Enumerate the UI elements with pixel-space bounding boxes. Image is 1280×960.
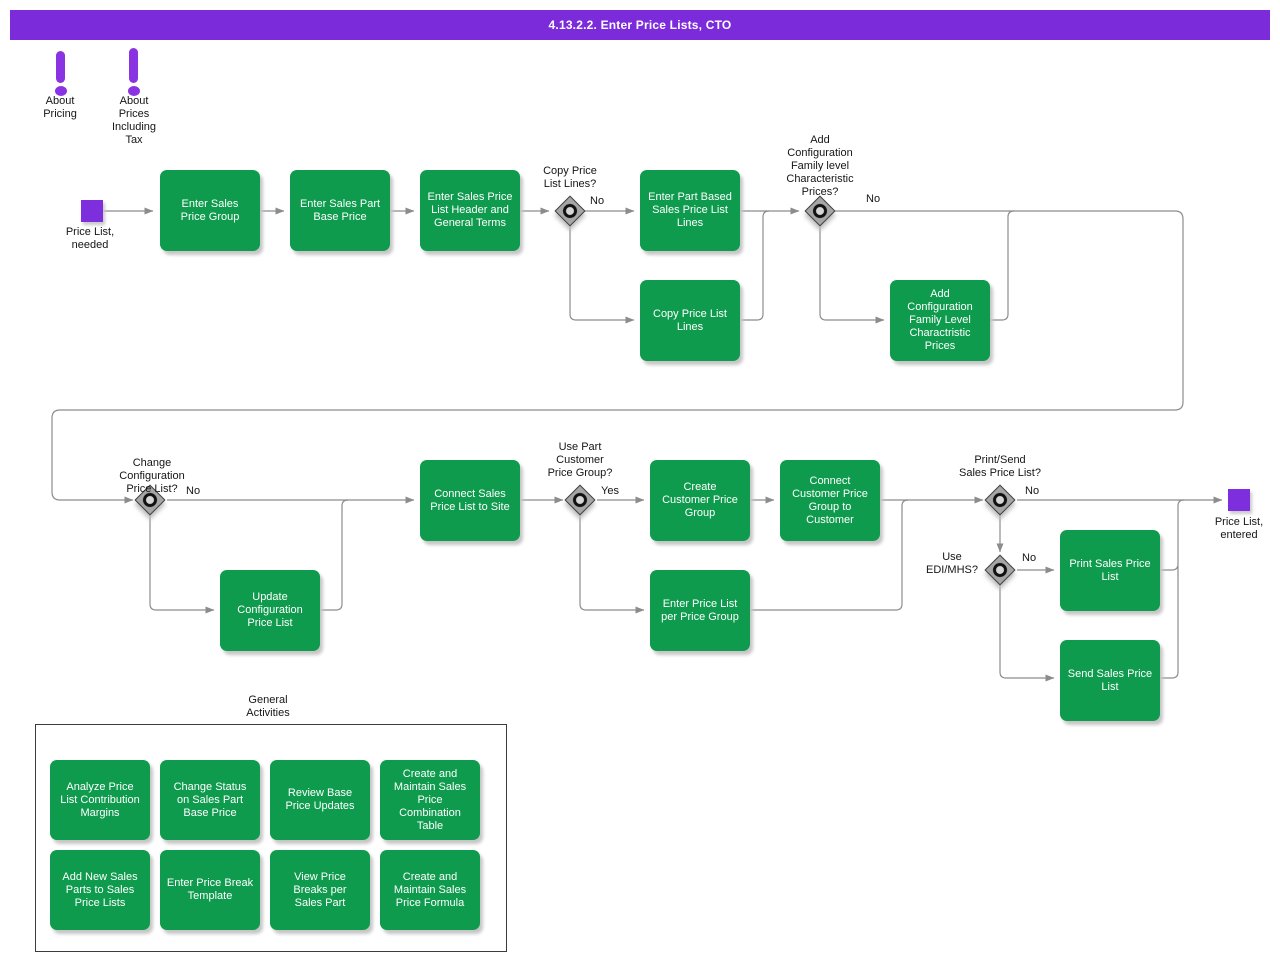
- decision-question: Print/Send Sales Price List?: [959, 454, 1041, 479]
- activity-connect-sales-price-list-to-site[interactable]: Connect Sales Price List to Site: [420, 460, 520, 541]
- branch-label-no: No: [1022, 552, 1037, 564]
- decision-circle-icon: [990, 490, 1010, 510]
- decision-question: Change Configuration Price List?: [119, 457, 185, 495]
- branch-label-no: No: [1025, 485, 1040, 497]
- activity-update-configuration-price-list[interactable]: Update Configuration Price List: [220, 570, 320, 651]
- activity-create-and-maintain-sales-price-formula[interactable]: Create and Maintain Sales Price Formula: [380, 850, 480, 930]
- activity-print-sales-price-list[interactable]: Print Sales Price List: [1060, 530, 1160, 611]
- about-pricing-note[interactable]: About Pricing: [20, 45, 100, 150]
- decision-circle-icon: [810, 201, 830, 221]
- exclamation-dot-icon: [128, 86, 140, 96]
- activity-enter-sales-price-group[interactable]: Enter Sales Price Group: [160, 170, 260, 251]
- decision-question: Copy Price List Lines?: [543, 165, 597, 190]
- decision-circle-icon: [560, 201, 580, 221]
- activity-enter-price-break-template[interactable]: Enter Price Break Template: [160, 850, 260, 930]
- branch-label-no: No: [866, 193, 881, 205]
- general-activities-title: General Activities: [246, 694, 290, 719]
- branch-label-no: No: [186, 485, 201, 497]
- branch-label-yes: Yes: [601, 485, 619, 497]
- activity-enter-price-list-per-price-group[interactable]: Enter Price List per Price Group: [650, 570, 750, 651]
- activity-create-customer-price-group[interactable]: Create Customer Price Group: [650, 460, 750, 541]
- decision-circle-icon: [990, 560, 1010, 580]
- decision-question: Use EDI/MHS?: [926, 551, 978, 576]
- start-event-label: Price List, needed: [65, 226, 115, 251]
- activity-enter-sales-price-list-header-and-general-terms[interactable]: Enter Sales Price List Header and Genera…: [420, 170, 520, 251]
- decision-question: Use Part Customer Price Group?: [547, 441, 613, 479]
- diagram-title-bar: 4.13.2.2. Enter Price Lists, CTO: [10, 10, 1270, 40]
- decision-circle-icon: [570, 490, 590, 510]
- activity-enter-sales-part-base-price[interactable]: Enter Sales Part Base Price: [290, 170, 390, 251]
- activity-create-and-maintain-sales-price-combination-table[interactable]: Create and Maintain Sales Price Combinat…: [380, 760, 480, 840]
- end-event-square: [1228, 489, 1250, 511]
- activity-view-price-breaks-per-sales-part[interactable]: View Price Breaks per Sales Part: [270, 850, 370, 930]
- exclamation-icon: [129, 48, 138, 83]
- end-event-label: Price List, entered: [1214, 516, 1264, 541]
- activity-copy-price-list-lines[interactable]: Copy Price List Lines: [640, 280, 740, 361]
- activity-add-configuration-family-level-characteristic-prices[interactable]: Add Configuration Family Level Charactri…: [890, 280, 990, 361]
- activity-review-base-price-updates[interactable]: Review Base Price Updates: [270, 760, 370, 840]
- activity-analyze-price-list-contribution-margins[interactable]: Analyze Price List Contribution Margins: [50, 760, 150, 840]
- exclamation-icon: [56, 51, 65, 83]
- activity-enter-part-based-sales-price-list-lines[interactable]: Enter Part Based Sales Price List Lines: [640, 170, 740, 251]
- exclamation-dot-icon: [55, 86, 67, 96]
- about-prices-including-tax-note[interactable]: About Prices Including Tax: [94, 42, 174, 152]
- start-event-square: [81, 200, 103, 222]
- general-activities-frame: [35, 724, 507, 952]
- activity-connect-customer-price-group-to-customer[interactable]: Connect Customer Price Group to Customer: [780, 460, 880, 541]
- page-title: 4.13.2.2. Enter Price Lists, CTO: [548, 18, 732, 32]
- decision-question: Add Configuration Family level Character…: [786, 134, 854, 198]
- note-label: About Pricing: [43, 95, 77, 120]
- activity-change-status-on-sales-part-base-price[interactable]: Change Status on Sales Part Base Price: [160, 760, 260, 840]
- branch-label-no: No: [590, 195, 605, 207]
- note-label: About Prices Including Tax: [111, 95, 157, 146]
- activity-add-new-sales-parts-to-sales-price-lists[interactable]: Add New Sales Parts to Sales Price Lists: [50, 850, 150, 930]
- activity-send-sales-price-list[interactable]: Send Sales Price List: [1060, 640, 1160, 721]
